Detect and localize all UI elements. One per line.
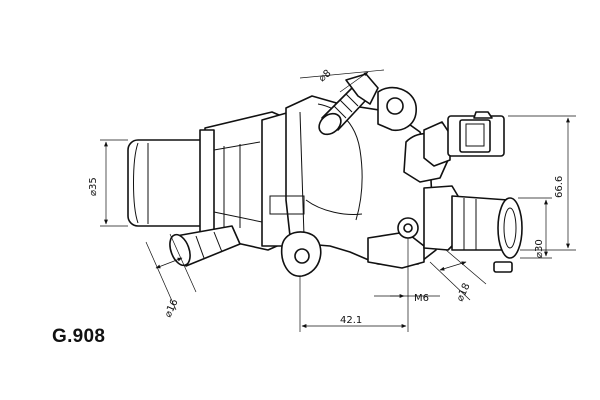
hose-16 bbox=[169, 225, 241, 267]
outlet-pipe-30 bbox=[423, 185, 523, 273]
dim-m6: M6 bbox=[414, 293, 429, 304]
dim-h66: 66.6 bbox=[554, 176, 565, 198]
vent-pipe-8 bbox=[318, 73, 379, 136]
dim-d8: ⌀8 bbox=[317, 68, 334, 84]
inlet-pipe-35 bbox=[127, 111, 301, 251]
dim-d30: ⌀30 bbox=[534, 239, 545, 258]
housing-body bbox=[269, 86, 439, 277]
part-code-label: G.908 bbox=[52, 326, 106, 347]
dim-w42: 42.1 bbox=[340, 315, 362, 326]
dimension-lines bbox=[100, 69, 576, 332]
dim-d16: ⌀16 bbox=[163, 298, 181, 320]
dim-d35: ⌀35 bbox=[88, 177, 99, 196]
temperature-sensor bbox=[403, 111, 505, 183]
